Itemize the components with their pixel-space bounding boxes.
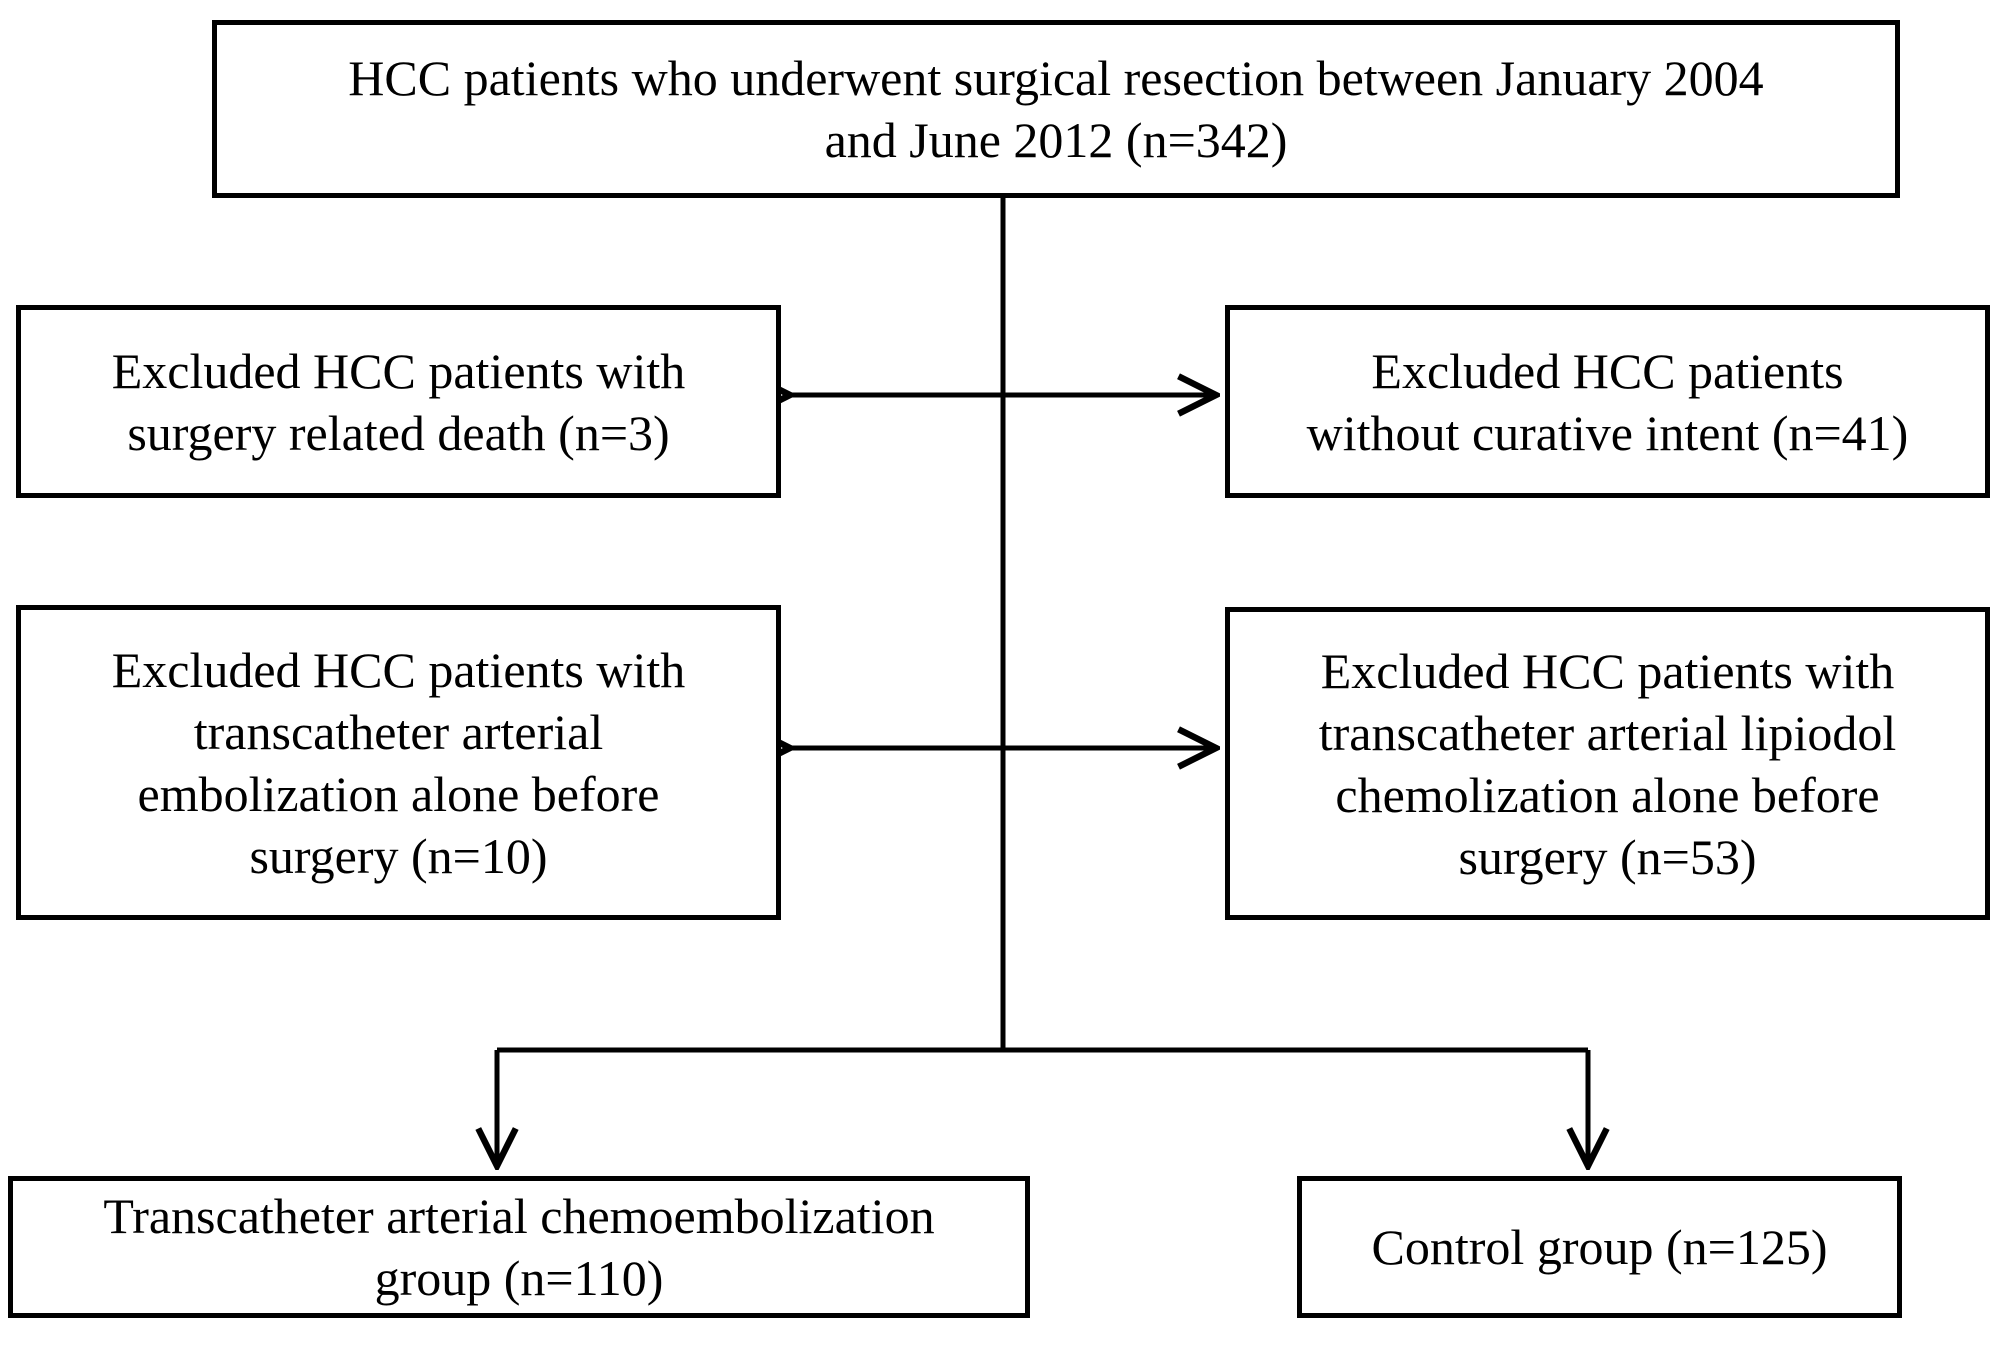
node-tace-group: Transcatheter arterial chemoembolization…	[8, 1176, 1030, 1318]
node-excluded-surgery-related-death-label: Excluded HCC patients with surgery relat…	[111, 342, 686, 461]
node-excluded-transcatheter-arterial-lipiodol-chemolization: Excluded HCC patients with transcatheter…	[1225, 607, 1990, 920]
node-control-group-label: Control group (n=125)	[1371, 1219, 1828, 1275]
node-control-group: Control group (n=125)	[1297, 1176, 1902, 1318]
node-excluded-transcatheter-arterial-embolization: Excluded HCC patients with transcatheter…	[16, 605, 781, 920]
node-excluded-without-curative-intent-label: Excluded HCC patients without curative i…	[1306, 342, 1909, 461]
connector-split-fork	[497, 1047, 1588, 1166]
node-excluded-transcatheter-arterial-lipiodol-chemolization-label: Excluded HCC patients with transcatheter…	[1318, 642, 1897, 885]
node-source-cohort: HCC patients who underwent surgical rese…	[212, 20, 1900, 198]
node-source-cohort-label: HCC patients who underwent surgical rese…	[348, 50, 1764, 168]
node-excluded-without-curative-intent: Excluded HCC patients without curative i…	[1225, 305, 1990, 498]
node-excluded-surgery-related-death: Excluded HCC patients with surgery relat…	[16, 305, 781, 498]
node-tace-group-label: Transcatheter arterial chemoembolization…	[103, 1188, 935, 1306]
node-excluded-transcatheter-arterial-embolization-label: Excluded HCC patients with transcatheter…	[111, 641, 686, 884]
